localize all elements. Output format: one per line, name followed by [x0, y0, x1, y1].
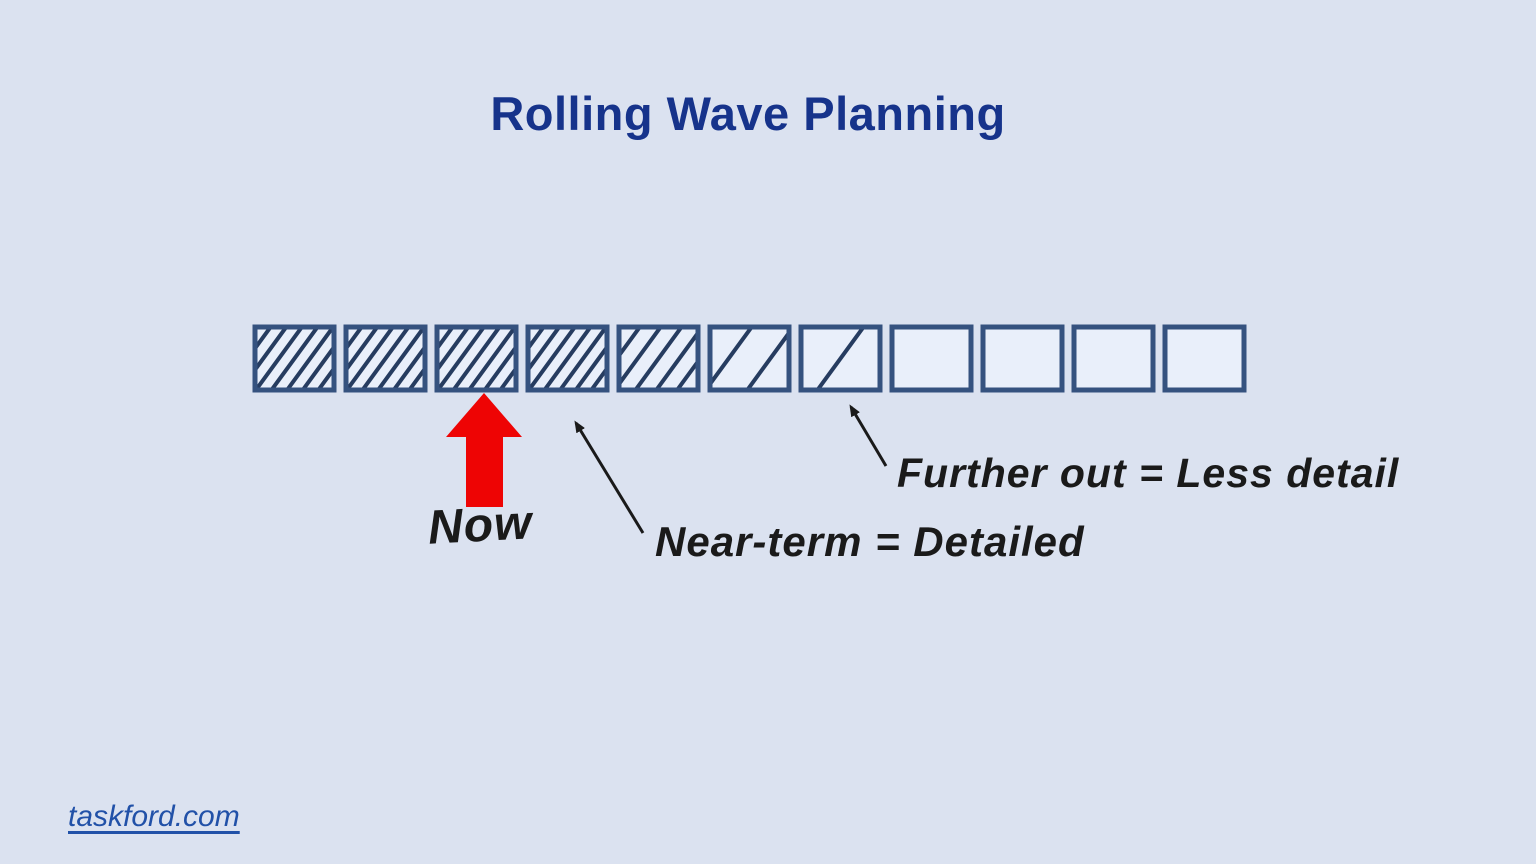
- timeline-box: [616, 324, 701, 393]
- hatch-line: [391, 343, 425, 390]
- timeline-box: [1071, 324, 1156, 393]
- hatch-line: [710, 327, 755, 388]
- hatch-line: [346, 327, 396, 390]
- near-term-arrow-icon: [574, 420, 645, 534]
- hatch-line: [466, 327, 516, 390]
- hatch-line: [255, 327, 305, 390]
- hatch-group: [437, 327, 516, 390]
- hatch-group: [815, 327, 866, 390]
- hatch-line: [269, 327, 320, 390]
- further-out-arrow-icon: [849, 404, 888, 467]
- timeline-box: [434, 324, 519, 393]
- timeline-box: [343, 324, 428, 393]
- now-label: Now: [426, 496, 534, 555]
- page-title: Rolling Wave Planning: [490, 87, 1006, 140]
- timeline-box: [1162, 324, 1247, 393]
- further-out-label: Further out = Less detail: [897, 450, 1400, 496]
- hatch-line: [482, 343, 516, 390]
- hatch-line: [619, 327, 664, 388]
- timeline-box-fill: [710, 327, 789, 390]
- now-arrow-icon: [446, 393, 522, 507]
- taskford-link[interactable]: taskford.com: [68, 800, 240, 833]
- hatch-group: [255, 327, 334, 390]
- timeline-box: [252, 324, 337, 393]
- hatch-line: [437, 327, 471, 374]
- hatch-line: [300, 343, 334, 390]
- hatch-line: [653, 329, 698, 390]
- hatch-group: [710, 327, 789, 390]
- hatch-line: [557, 327, 607, 390]
- hatch-line: [744, 329, 789, 390]
- timeline-box: [980, 324, 1065, 393]
- hatch-line: [346, 327, 380, 374]
- hatch-line: [375, 327, 425, 390]
- hatch-group: [346, 327, 425, 390]
- hatch-line: [528, 327, 562, 374]
- hatch-line: [815, 327, 866, 390]
- hatch-line: [451, 327, 502, 390]
- hatch-line: [542, 327, 593, 390]
- hatch-line: [633, 327, 684, 390]
- hatch-line: [284, 327, 334, 390]
- hatch-line: [255, 327, 289, 374]
- timeline-box: [889, 324, 974, 393]
- hatch-group: [528, 327, 607, 390]
- timeline-box: [798, 324, 883, 393]
- hatch-group: [619, 327, 698, 390]
- hatch-line: [528, 327, 578, 390]
- timeline-box-fill: [892, 327, 971, 390]
- hatch-line: [360, 327, 411, 390]
- timeline-box: [525, 324, 610, 393]
- timeline-box: [707, 324, 792, 393]
- timeline-row: [252, 324, 1247, 393]
- timeline-box-fill: [1074, 327, 1153, 390]
- near-term-label: Near-term = Detailed: [655, 518, 1085, 565]
- timeline-box-fill: [1165, 327, 1244, 390]
- hatch-line: [573, 343, 607, 390]
- hatch-line: [437, 327, 487, 390]
- timeline-box-fill: [983, 327, 1062, 390]
